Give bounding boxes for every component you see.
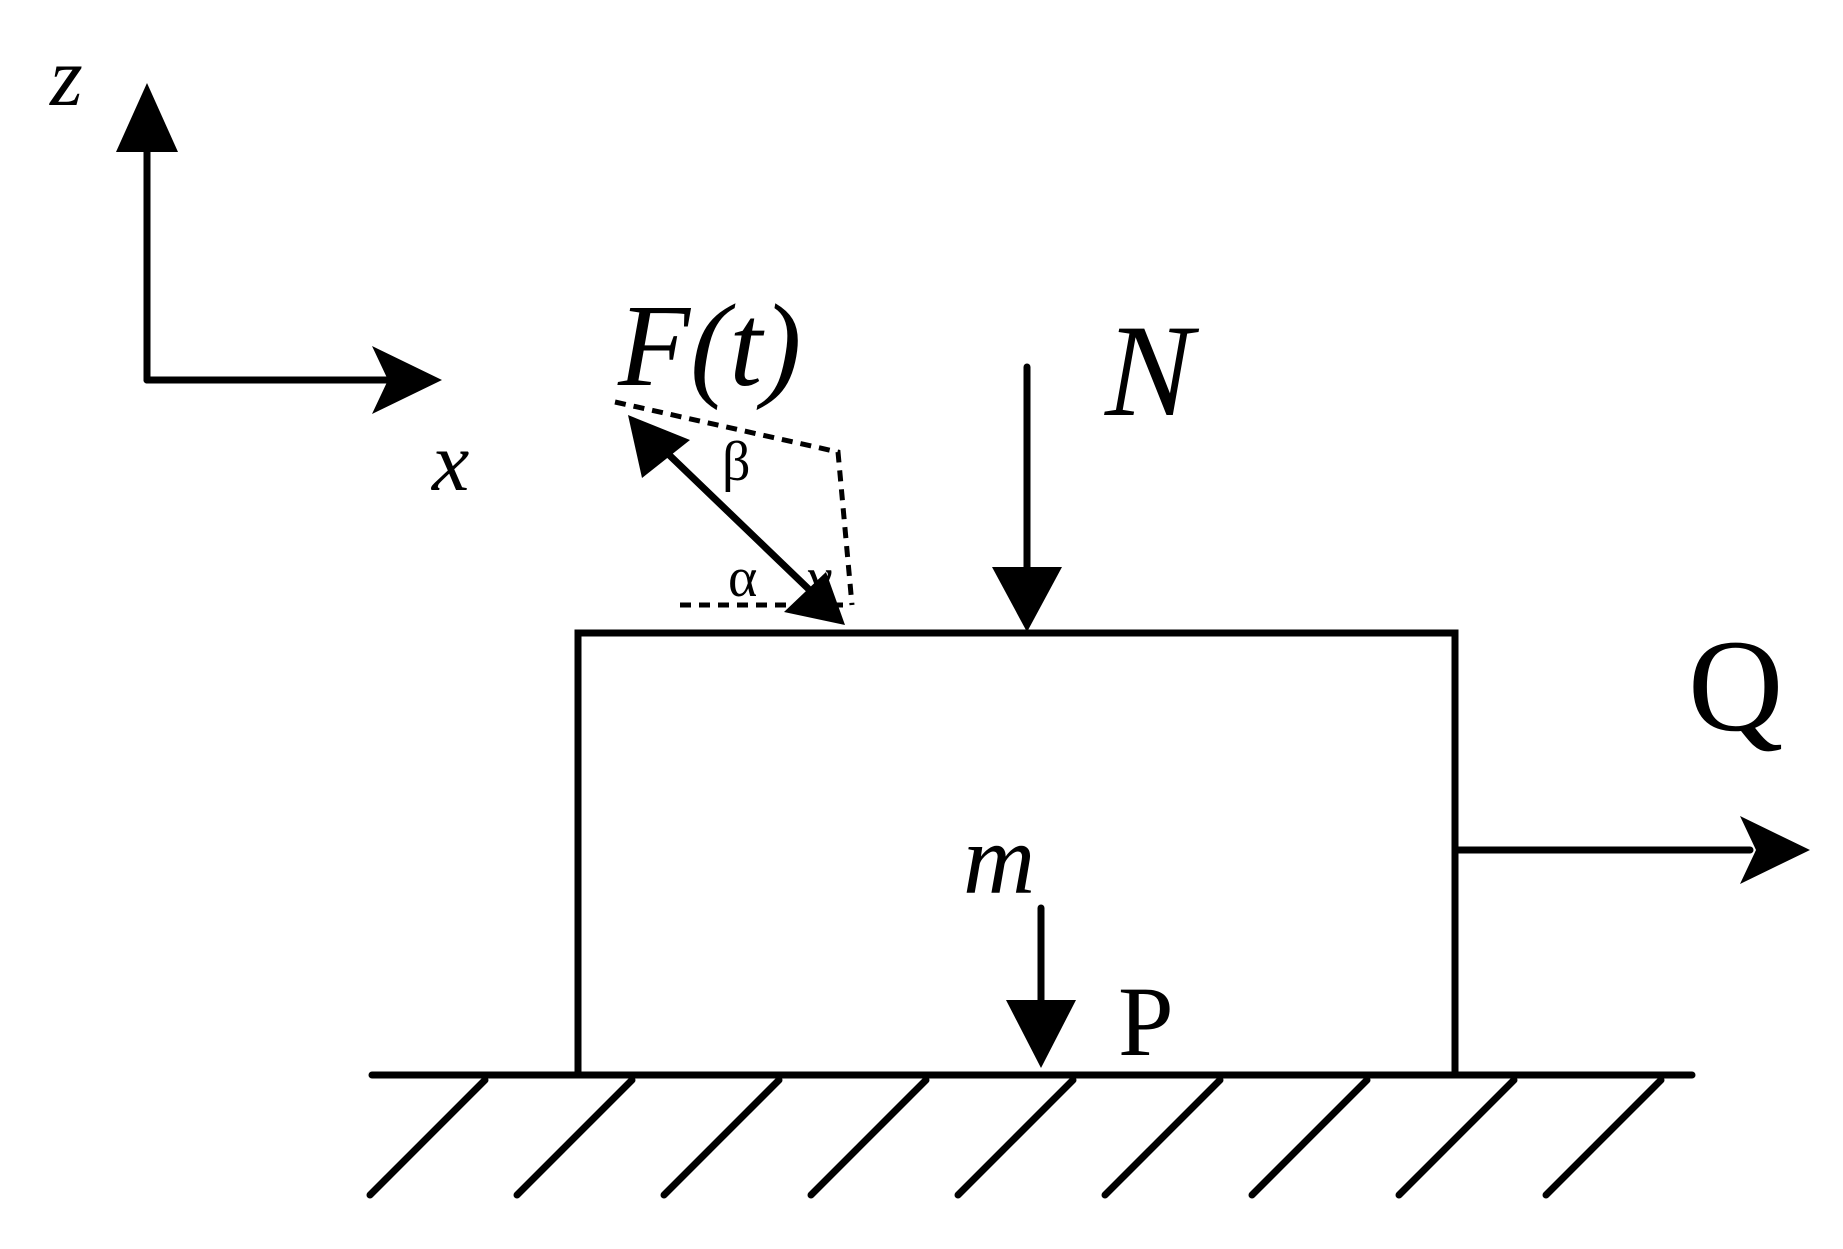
z-axis-label: z [49, 31, 83, 124]
direction-construction-dashed [614, 399, 855, 606]
force-ft-arrowhead-down [784, 572, 845, 625]
ground [366, 1071, 1696, 1199]
z-axis-arrowhead [116, 83, 178, 152]
x-axis-label: x [430, 416, 469, 509]
force-q-label: Q [1688, 612, 1783, 759]
force-ft-line [660, 446, 824, 604]
force-ft-label: F(t) [617, 280, 801, 411]
weight-p: m P [963, 804, 1174, 1077]
beta-angle-label: β [722, 431, 751, 493]
weight-p-arrowhead [1006, 1000, 1076, 1068]
force-n-label: N [1104, 297, 1200, 444]
ground-hatching [366, 1076, 1665, 1199]
force-q-arrowhead [1740, 816, 1810, 884]
gamma-angle-label: γ [807, 547, 833, 609]
mass-block [574, 629, 1459, 1079]
alpha-angle-label: α [728, 547, 757, 609]
force-n: N [992, 297, 1200, 632]
force-q: Q [1451, 612, 1810, 884]
force-ft-arrowhead-up [628, 415, 690, 478]
force-n-arrowhead [992, 567, 1062, 632]
mass-label: m [963, 804, 1035, 915]
coordinate-axes: z x [49, 31, 469, 509]
force-ft: F(t) β α γ [614, 280, 855, 625]
weight-p-label: P [1118, 966, 1174, 1077]
x-axis-arrowhead [372, 346, 442, 414]
